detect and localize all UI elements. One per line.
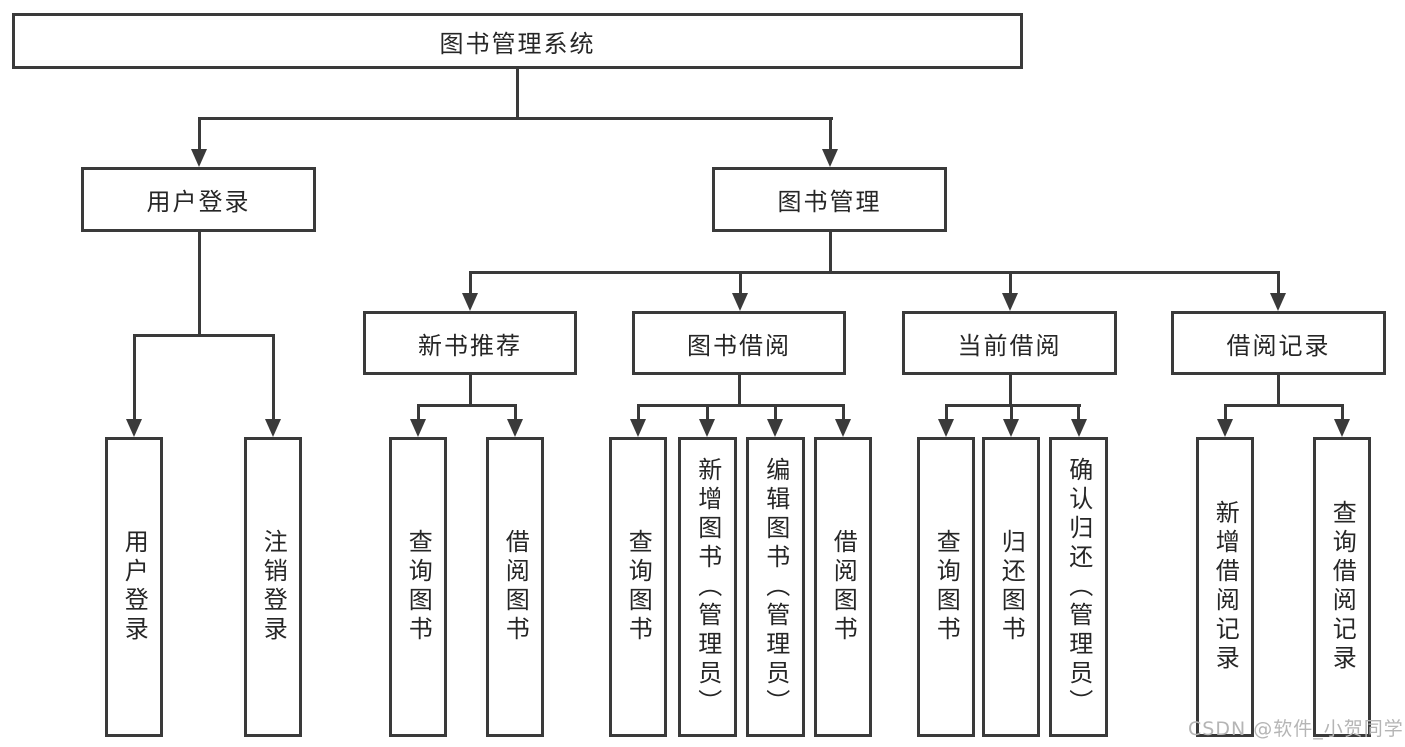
leaf-edit-book-admin: 编辑图书（管理员） [746,437,805,737]
connector-line [828,117,832,155]
arrowhead [732,293,748,311]
node-current-borrow-label: 当前借阅 [957,331,1062,360]
arrowhead [699,419,715,437]
connector-line [705,404,709,425]
connector-line [636,404,640,425]
arrowhead [822,149,838,167]
connector-line [944,403,1081,407]
node-book-borrow: 图书借阅 [632,311,846,375]
connector-line [416,403,517,407]
arrowhead [1270,293,1286,311]
connector-line [416,404,420,425]
node-borrow-records-label: 借阅记录 [1226,331,1331,360]
connector-line [468,374,472,407]
arrowhead [191,149,207,167]
leaf-user-login-label: 用户登录 [120,529,149,645]
leaf-query-books-1-label: 查询图书 [404,529,433,645]
connector-line [1008,271,1012,299]
leaf-borrow-books-1: 借阅图书 [486,437,544,737]
connector-line [271,334,275,425]
leaf-add-book-admin-label: 新增图书（管理员） [693,456,722,718]
node-current-borrow: 当前借阅 [902,311,1117,375]
arrowhead [1070,419,1087,437]
node-new-book-recommend-label: 新书推荐 [418,331,522,360]
csdn-watermark: CSDN @软件_小贺同学 [1188,718,1404,740]
leaf-borrow-books-1-label: 借阅图书 [501,529,530,645]
arrowhead [1217,419,1233,437]
leaf-borrow-books-2: 借阅图书 [814,437,872,737]
leaf-borrow-books-2-label: 借阅图书 [829,529,858,645]
node-book-management: 图书管理 [712,167,947,232]
connector-line [737,374,741,407]
leaf-query-books-3: 查询图书 [917,437,975,737]
connector-line [513,404,517,425]
connector-line [944,404,948,425]
arrowhead [462,293,478,311]
connector-line [1223,403,1344,407]
connector-line [1340,404,1344,425]
arrowhead [507,419,523,437]
leaf-query-borrow-record-label: 查询借阅记录 [1328,500,1357,674]
connector-line [197,117,201,155]
node-user-login-label: 用户登录 [146,188,251,216]
leaf-edit-book-admin-label: 编辑图书（管理员） [761,456,790,718]
arrowhead [265,419,281,437]
arrowhead [1334,419,1350,437]
arrowhead [126,419,142,437]
arrowhead [1002,293,1018,311]
leaf-user-login: 用户登录 [105,437,163,737]
connector-line [1276,374,1280,407]
connector-line [773,404,777,425]
connector-line [828,231,832,274]
node-borrow-records: 借阅记录 [1171,311,1386,375]
node-book-borrow-label: 图书借阅 [687,331,791,360]
node-user-login: 用户登录 [81,167,316,232]
node-root: 图书管理系统 [12,13,1023,69]
node-new-book-recommend: 新书推荐 [363,311,577,375]
arrowhead [1003,419,1019,437]
leaf-query-books-3-label: 查询图书 [932,529,961,645]
leaf-add-borrow-record-label: 新增借阅记录 [1211,500,1240,674]
leaf-query-books-2-label: 查询图书 [624,529,653,645]
connector-line [1276,271,1280,299]
connector-line [468,271,472,299]
leaf-query-books-2: 查询图书 [609,437,667,737]
arrowhead [767,419,783,437]
node-root-label: 图书管理系统 [439,29,596,58]
leaf-return-book-label: 归还图书 [997,529,1026,645]
connector-line [841,404,845,425]
connector-line [1009,404,1013,425]
connector-line [738,271,742,299]
connector-line [132,333,275,337]
connector-line [132,334,136,425]
connector-line [1008,374,1012,407]
connector-line [468,270,1280,274]
arrowhead [630,419,646,437]
connector-line [515,67,519,120]
leaf-logout-label: 注销登录 [259,529,288,645]
connector-line [197,231,201,337]
leaf-add-book-admin: 新增图书（管理员） [678,437,737,737]
connector-line [636,403,845,407]
leaf-logout: 注销登录 [244,437,302,737]
leaf-add-borrow-record: 新增借阅记录 [1196,437,1254,737]
arrowhead [410,419,426,437]
arrowhead [835,419,851,437]
node-book-management-label: 图书管理 [777,188,882,216]
leaf-return-book: 归还图书 [982,437,1040,737]
leaf-query-borrow-record: 查询借阅记录 [1313,437,1371,737]
connector-line [1223,404,1227,425]
leaf-query-books-1: 查询图书 [389,437,447,737]
arrowhead [938,419,954,437]
leaf-confirm-return-admin-label: 确认归还（管理员） [1064,456,1093,718]
connector-line [1077,404,1080,425]
connector-line [197,116,833,120]
leaf-confirm-return-admin: 确认归还（管理员） [1049,437,1108,737]
